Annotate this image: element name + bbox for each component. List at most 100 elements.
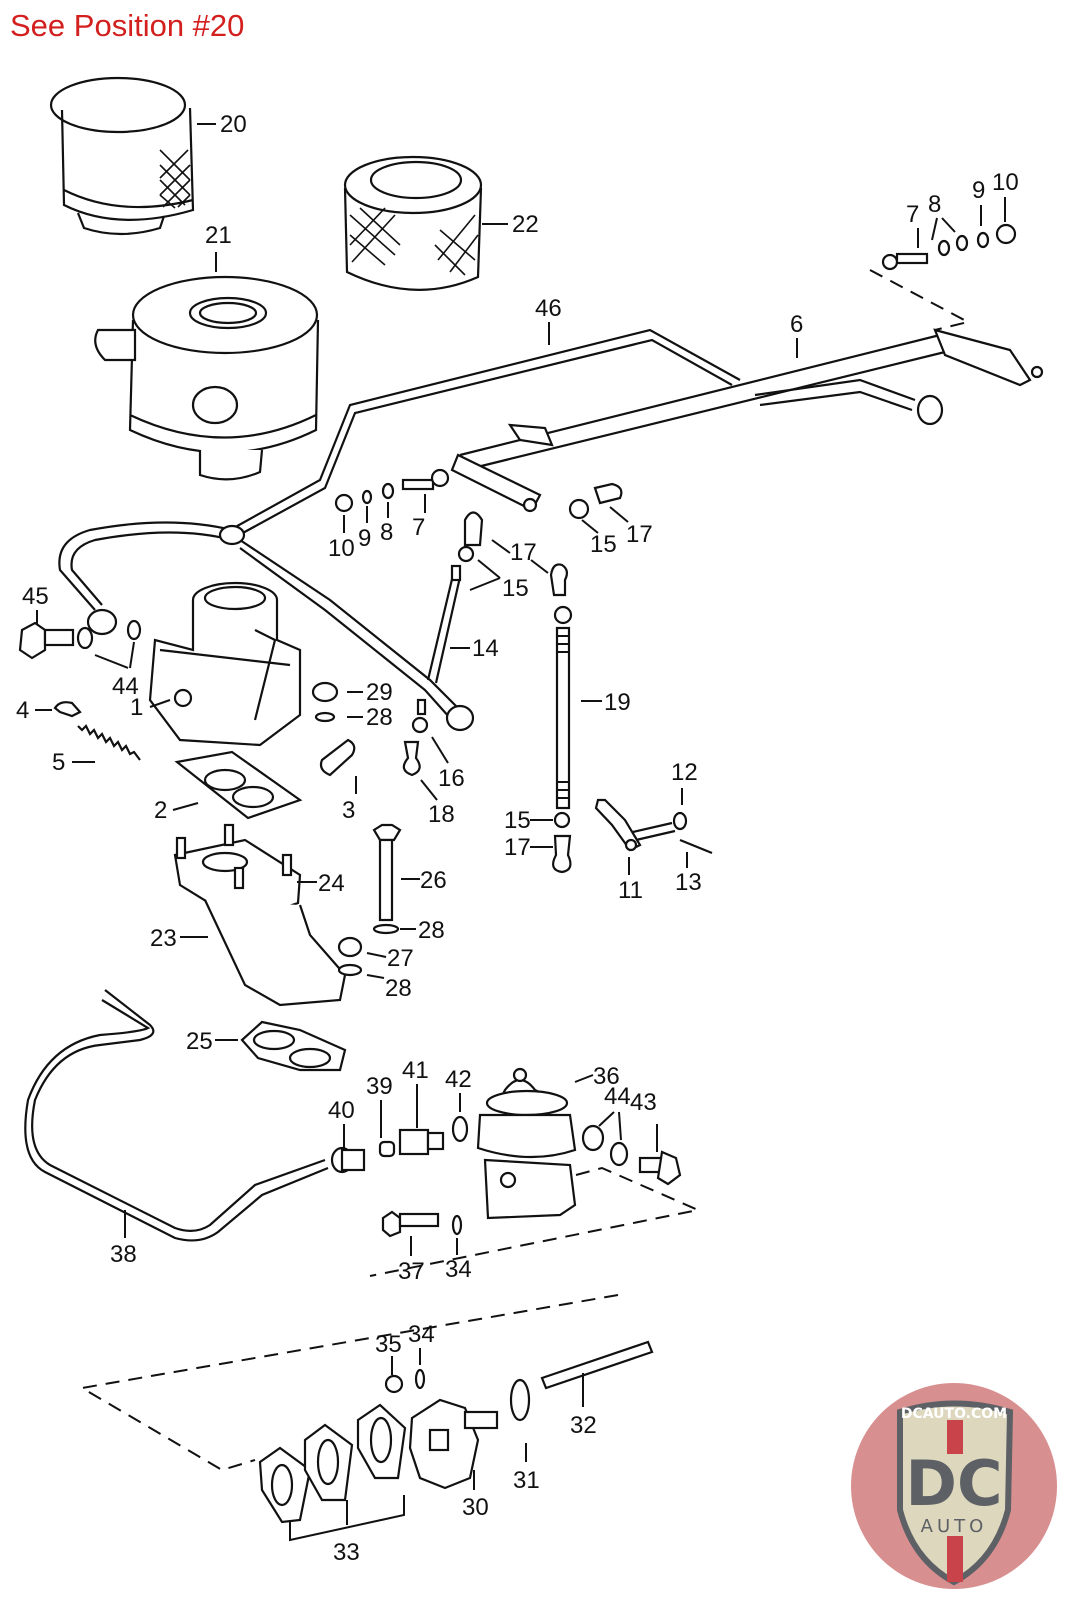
callout-20: 20 bbox=[220, 111, 247, 138]
callout-42: 42 bbox=[445, 1066, 472, 1093]
callout-22: 22 bbox=[512, 211, 539, 238]
part-8-washer-b[interactable] bbox=[955, 234, 969, 252]
part-45-banjo-bolt[interactable] bbox=[18, 621, 75, 660]
callout-34a: 34 bbox=[445, 1256, 472, 1283]
part-33-spacer-a[interactable] bbox=[258, 1446, 312, 1524]
part-17-ball-socket-a[interactable] bbox=[593, 482, 623, 505]
part-44-seal-a[interactable] bbox=[76, 626, 94, 650]
see-position-note: See Position #20 bbox=[10, 8, 245, 43]
part-3-throttle-lever[interactable] bbox=[319, 738, 356, 777]
part-32-pushrod[interactable] bbox=[540, 1340, 654, 1390]
callout-8a: 8 bbox=[928, 191, 941, 218]
part-22-filter-element[interactable] bbox=[343, 155, 483, 291]
callout-18: 18 bbox=[428, 801, 455, 828]
callout-27: 27 bbox=[387, 945, 414, 972]
callout-6: 6 bbox=[790, 311, 803, 338]
part-27-nut[interactable] bbox=[337, 936, 363, 958]
part-20-air-cleaner-cap[interactable] bbox=[49, 76, 195, 236]
callout-33: 33 bbox=[333, 1539, 360, 1566]
part-8-washer-a[interactable] bbox=[937, 239, 951, 257]
callout-17c: 17 bbox=[504, 834, 531, 861]
part-23-intake-manifold[interactable] bbox=[173, 823, 347, 1007]
part-43-bolt[interactable] bbox=[638, 1150, 682, 1186]
part-41-connector[interactable] bbox=[398, 1128, 445, 1156]
part-30-pump-flange[interactable] bbox=[408, 1398, 499, 1490]
part-38-fuel-line[interactable] bbox=[24, 989, 329, 1242]
part-29-nut[interactable] bbox=[311, 681, 339, 703]
part-39-sleeve[interactable] bbox=[378, 1140, 396, 1158]
part-11-lever[interactable] bbox=[594, 798, 676, 852]
part-7-ball-stud-mid[interactable] bbox=[401, 468, 450, 491]
callout-21: 21 bbox=[205, 222, 232, 249]
part-4-clip[interactable] bbox=[53, 701, 82, 718]
part-14-linkage-rod[interactable] bbox=[426, 564, 462, 684]
callout-32: 32 bbox=[570, 1412, 597, 1439]
callout-7a: 7 bbox=[906, 201, 919, 228]
part-44-seal-b[interactable] bbox=[126, 619, 142, 641]
callout-30: 30 bbox=[462, 1494, 489, 1521]
part-19-threaded-rod[interactable] bbox=[555, 626, 571, 810]
callout-10b: 10 bbox=[328, 535, 355, 562]
callout-17a: 17 bbox=[626, 521, 653, 548]
part-10-nut-mid[interactable] bbox=[334, 493, 354, 513]
part-1-carburetor[interactable] bbox=[148, 581, 302, 747]
callout-13: 13 bbox=[675, 869, 702, 896]
part-15-nut-b[interactable] bbox=[457, 545, 475, 563]
callout-40: 40 bbox=[328, 1097, 355, 1124]
part-18-ball-socket[interactable] bbox=[402, 740, 421, 777]
part-12-washer[interactable] bbox=[672, 811, 688, 831]
callout-16: 16 bbox=[438, 765, 465, 792]
part-17-ball-socket-c[interactable] bbox=[549, 563, 569, 597]
callout-38: 38 bbox=[110, 1241, 137, 1268]
callout-19: 19 bbox=[604, 689, 631, 716]
part-15-nut-c[interactable] bbox=[553, 605, 573, 625]
part-46-fuel-pipe[interactable] bbox=[58, 328, 741, 732]
callout-12: 12 bbox=[671, 759, 698, 786]
part-40-union-nut[interactable] bbox=[330, 1146, 366, 1174]
callout-3: 3 bbox=[342, 797, 355, 824]
callout-46: 46 bbox=[535, 295, 562, 322]
part-25-manifold-gasket[interactable] bbox=[240, 1020, 347, 1072]
part-28-lock-washer-b[interactable] bbox=[372, 923, 400, 935]
part-5-spring[interactable] bbox=[77, 724, 141, 761]
callout-2: 2 bbox=[154, 797, 167, 824]
callout-15b: 15 bbox=[502, 575, 529, 602]
part-33-spacer-b[interactable] bbox=[303, 1423, 354, 1502]
callout-34b: 34 bbox=[408, 1321, 435, 1348]
part-44-seal-d[interactable] bbox=[609, 1141, 629, 1167]
part-31-o-ring[interactable] bbox=[509, 1378, 531, 1422]
part-8-washer-mid[interactable] bbox=[381, 482, 395, 500]
part-44-seal-c[interactable] bbox=[581, 1124, 605, 1152]
callout-39: 39 bbox=[366, 1073, 393, 1100]
part-15-nut-a[interactable] bbox=[568, 498, 590, 520]
part-10-nut[interactable] bbox=[995, 223, 1017, 245]
callout-8b: 8 bbox=[380, 519, 393, 546]
part-6-throttle-rod[interactable] bbox=[450, 328, 1044, 513]
logo-sub-text: AUTO bbox=[921, 1516, 988, 1537]
part-17-ball-socket-b[interactable] bbox=[463, 511, 484, 547]
part-42-seal[interactable] bbox=[451, 1115, 469, 1143]
part-17-ball-socket-d[interactable] bbox=[551, 834, 572, 874]
callout-14: 14 bbox=[472, 635, 499, 662]
part-28-lock-washer-a[interactable] bbox=[314, 711, 336, 723]
callout-15a: 15 bbox=[590, 531, 617, 558]
part-37-bolt[interactable] bbox=[381, 1210, 440, 1238]
callout-28b: 28 bbox=[418, 917, 445, 944]
dcauto-watermark-logo: DCAUTO.COM DC AUTO bbox=[851, 1383, 1057, 1589]
part-9-washer[interactable] bbox=[976, 231, 990, 249]
part-2-carb-gasket[interactable] bbox=[174, 750, 303, 820]
part-33-spacer-c[interactable] bbox=[356, 1403, 407, 1480]
part-34-washer-a[interactable] bbox=[451, 1214, 463, 1236]
part-7-ball-stud-right[interactable] bbox=[881, 252, 929, 271]
part-13-cotter-pin[interactable] bbox=[679, 838, 713, 855]
part-16-nut[interactable] bbox=[411, 716, 429, 734]
part-34-washer-b[interactable] bbox=[414, 1368, 426, 1390]
callout-44b: 44 bbox=[604, 1083, 631, 1110]
part-36-fuel-pump[interactable] bbox=[476, 1067, 577, 1220]
part-9-washer-mid[interactable] bbox=[361, 489, 373, 505]
part-35-nut[interactable] bbox=[384, 1374, 404, 1394]
part-21-air-cleaner[interactable] bbox=[94, 275, 320, 481]
part-15-nut-d[interactable] bbox=[553, 811, 571, 829]
part-28-lock-washer-c[interactable] bbox=[337, 963, 363, 977]
part-26-bolt[interactable] bbox=[372, 823, 402, 922]
